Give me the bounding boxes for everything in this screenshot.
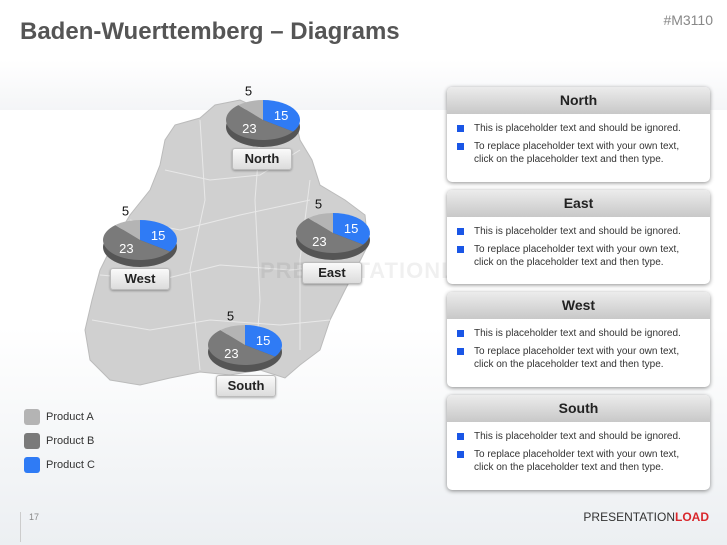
legend-swatch — [24, 433, 40, 449]
slide-code: #M3110 — [663, 12, 713, 28]
pie-value-label: 15 — [256, 333, 270, 348]
pie-slice-product-c — [245, 325, 282, 357]
brand-logo: PRESENTATIONLOAD — [583, 510, 709, 524]
pie-slice-product-b — [226, 105, 294, 140]
pie-west: 15 23 5 — [102, 204, 177, 267]
bullet: To replace placeholder text with your ow… — [457, 140, 700, 166]
bullet: This is placeholder text and should be i… — [457, 327, 700, 340]
region-label-north: North — [232, 148, 292, 170]
legend-swatch — [24, 409, 40, 425]
legend-label: Product B — [46, 435, 95, 447]
pie-south: 15 23 5 — [208, 309, 282, 372]
pie-slice-product-b — [102, 225, 171, 260]
legend-product-c: Product C — [24, 457, 95, 473]
pie-value-label: 15 — [274, 108, 288, 123]
pie-value-label: 23 — [312, 234, 326, 249]
pie-north: 15 23 5 — [226, 84, 300, 147]
bullet: This is placeholder text and should be i… — [457, 430, 700, 443]
box-title: South — [447, 395, 710, 422]
pie-value-label: 15 — [151, 228, 165, 243]
region-label-east: East — [302, 262, 362, 284]
pie-value-label: 5 — [315, 197, 322, 212]
bullet: This is placeholder text and should be i… — [457, 122, 700, 135]
region-label-south: South — [216, 375, 276, 397]
legend-swatch — [24, 457, 40, 473]
pie-slice-product-c — [263, 100, 300, 132]
pie-value-label: 5 — [122, 204, 129, 219]
pie-value-label: 5 — [227, 309, 234, 324]
pie-slice-product-c — [333, 213, 371, 245]
pie-slice-product-a — [238, 100, 263, 120]
bullet: This is placeholder text and should be i… — [457, 225, 700, 238]
legend-label: Product A — [46, 411, 94, 423]
page-title: Baden-Wuerttemberg – Diagrams — [20, 18, 400, 45]
pie-value-label: 23 — [224, 346, 238, 361]
box-title: East — [447, 190, 710, 217]
legend-label: Product C — [46, 459, 95, 471]
bullet: To replace placeholder text with your ow… — [457, 243, 700, 269]
pie-value-label: 23 — [119, 241, 133, 256]
pie-slice-product-a — [115, 220, 140, 240]
bullet: To replace placeholder text with your ow… — [457, 345, 700, 371]
pie-slice-product-a — [308, 213, 333, 233]
pie-slice-product-c — [140, 220, 177, 252]
bullet: To replace placeholder text with your ow… — [457, 448, 700, 474]
pie-slice-product-a — [220, 325, 245, 345]
box-title: North — [447, 87, 710, 114]
pie-value-label: 15 — [344, 221, 358, 236]
pie-slice-product-b — [296, 218, 364, 253]
pie-slice-product-b — [208, 330, 276, 365]
region-label-west: West — [110, 268, 170, 290]
pie-value-label: 23 — [242, 121, 256, 136]
legend-product-b: Product B — [24, 433, 94, 449]
box-title: West — [447, 292, 710, 319]
page-number: 17 — [20, 512, 39, 542]
legend-product-a: Product A — [24, 409, 94, 425]
pie-east: 15 23 5 — [296, 197, 371, 260]
pie-value-label: 5 — [245, 84, 252, 99]
